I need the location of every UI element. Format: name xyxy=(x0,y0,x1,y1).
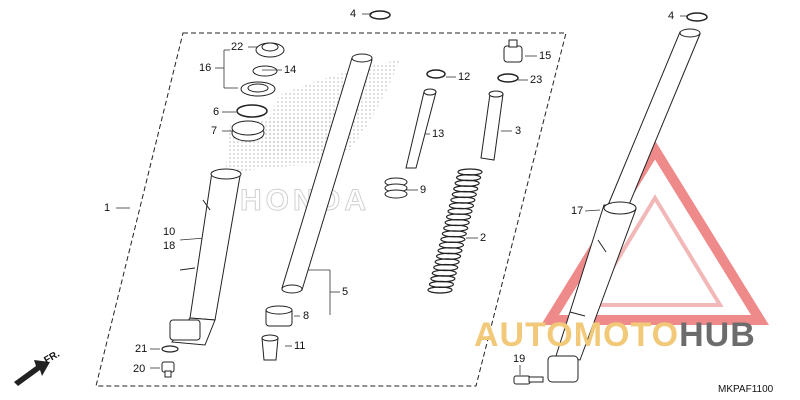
callout-16: 16 xyxy=(199,62,212,74)
guide-bushing xyxy=(231,120,265,142)
sealing-washer xyxy=(161,345,179,353)
diagram-code: MKPAF1100 xyxy=(718,384,774,395)
watermark-part-hub: HUB xyxy=(679,316,756,354)
callout-13: 13 xyxy=(432,128,445,140)
inner-fork-tube xyxy=(281,53,373,294)
callout-2: 2 xyxy=(480,232,487,244)
callout-9: 9 xyxy=(420,184,427,196)
rebound-spring xyxy=(384,177,408,199)
callout-22: 22 xyxy=(231,41,244,53)
fork-spring xyxy=(427,168,483,294)
top-o-ring-right xyxy=(686,12,708,22)
callout-10: 10 xyxy=(163,226,176,238)
fork-piston xyxy=(405,88,437,169)
callout-4-right: 4 xyxy=(668,10,675,22)
callout-21: 21 xyxy=(135,343,148,355)
socket-bolt xyxy=(513,375,544,385)
fork-bolt-o-ring xyxy=(497,73,519,83)
oil-lock-piece xyxy=(261,334,279,361)
callout-1: 1 xyxy=(104,202,111,214)
oil-seal xyxy=(240,81,276,97)
watermark-wordmark: AUTOMOTOHUB xyxy=(474,318,756,352)
callout-5: 5 xyxy=(342,286,349,298)
callout-12: 12 xyxy=(458,71,471,83)
callout-15: 15 xyxy=(539,50,552,62)
outer-fork-tube-left xyxy=(169,168,242,346)
callout-14: 14 xyxy=(284,64,297,76)
top-o-ring-left xyxy=(369,10,391,20)
fork-spacer xyxy=(480,90,504,161)
callout-6: 6 xyxy=(213,106,220,118)
back-up-ring xyxy=(236,104,268,118)
stopper-ring xyxy=(252,65,278,77)
watermark-part-auto: AUTO xyxy=(474,316,574,354)
callout-20: 20 xyxy=(133,363,146,375)
callout-7: 7 xyxy=(211,125,218,137)
callout-3: 3 xyxy=(515,125,522,137)
callout-18: 18 xyxy=(163,240,176,252)
o-ring xyxy=(426,69,446,79)
slide-bushing xyxy=(265,305,293,327)
spring-coil xyxy=(427,286,453,294)
dust-seal xyxy=(255,42,285,58)
callout-11: 11 xyxy=(294,340,306,352)
callout-23: 23 xyxy=(530,74,543,86)
callout-4-left: 4 xyxy=(350,8,357,20)
callout-17: 17 xyxy=(571,205,584,217)
callout-19: 19 xyxy=(513,353,526,365)
honda-logo-text: HONDA xyxy=(240,184,370,217)
right-fork-assembly xyxy=(547,28,701,383)
socket-bolt-bottom xyxy=(161,361,175,378)
watermark-part-moto: MOTO xyxy=(573,316,680,354)
callout-8: 8 xyxy=(303,310,310,322)
front-direction-arrow xyxy=(14,360,50,386)
assembly-frame xyxy=(95,32,567,387)
fork-bolt xyxy=(503,39,523,63)
